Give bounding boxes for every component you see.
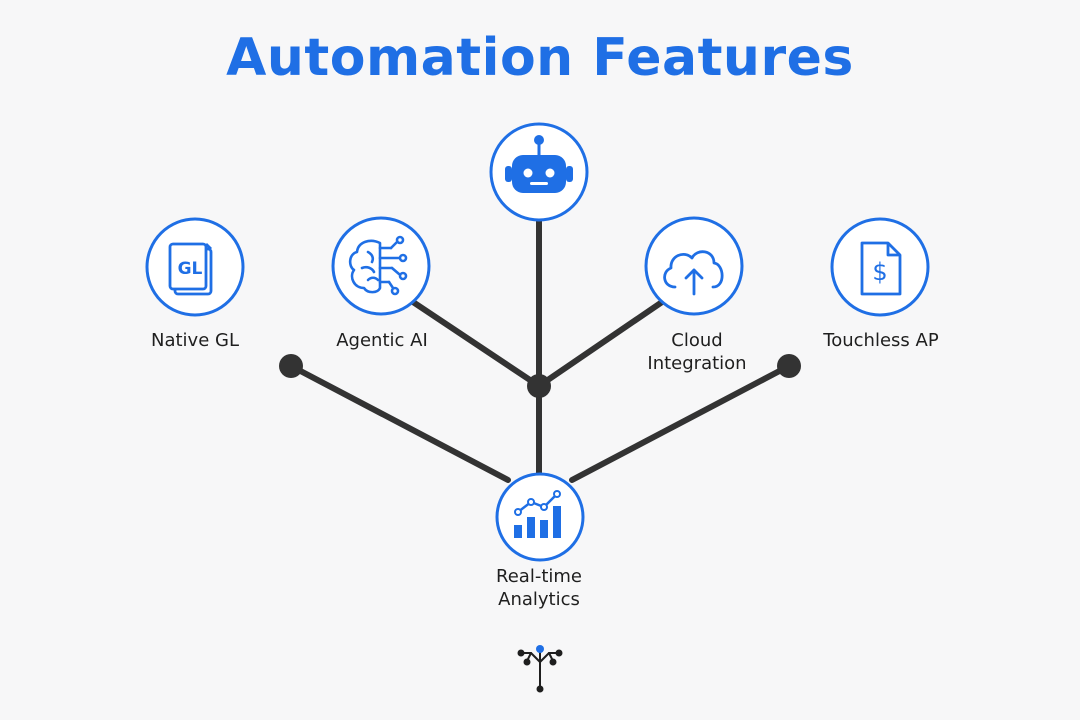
robot-icon	[505, 135, 573, 193]
connector-right-analytics	[569, 363, 792, 483]
node-touchless-ap: $	[830, 217, 930, 317]
page-title: Automation Features	[226, 28, 854, 88]
node-cloud-integration	[644, 216, 744, 316]
connector-left-analytics	[288, 363, 511, 483]
node-agentic-ai	[331, 216, 431, 316]
node-automation-bot	[489, 122, 589, 222]
touchless-ap-label-text: Touchless AP	[823, 330, 939, 351]
tree-logo-icon	[517, 645, 563, 693]
invoice-dollar-icon	[860, 241, 902, 296]
cloud-integration-label: Cloud Integration	[617, 329, 777, 375]
brain-circuit-icon	[348, 235, 408, 296]
cloud-upload-icon	[663, 250, 724, 296]
touchless-ap-label: Touchless AP	[801, 329, 961, 352]
agentic-ai-label: Agentic AI	[307, 329, 457, 352]
cloud-integration-label-line2: Integration	[647, 353, 747, 374]
native-gl-label-text: Native GL	[151, 330, 239, 351]
left-endpoint-dot	[279, 354, 303, 378]
realtime-analytics-label-line1: Real-time	[496, 566, 582, 587]
ledger-icon-text: GL	[178, 259, 203, 279]
hub-junction-dot	[527, 374, 551, 398]
realtime-analytics-label-line2: Analytics	[498, 589, 580, 610]
realtime-analytics-label: Real-time Analytics	[454, 565, 624, 611]
node-realtime-analytics	[495, 472, 585, 562]
agentic-ai-label-text: Agentic AI	[336, 330, 428, 351]
node-native-gl: GL	[145, 217, 245, 317]
right-endpoint-dot	[777, 354, 801, 378]
cloud-integration-label-line1: Cloud	[671, 330, 723, 351]
invoice-dollar-text: $	[872, 258, 887, 286]
ledger-book-icon	[168, 242, 213, 296]
connector-cloud-hub	[536, 297, 668, 389]
connector-lines	[288, 217, 792, 483]
connector-agentic-hub	[407, 297, 542, 389]
bar-chart-trend-icon	[514, 490, 561, 538]
native-gl-label: Native GL	[120, 329, 270, 352]
